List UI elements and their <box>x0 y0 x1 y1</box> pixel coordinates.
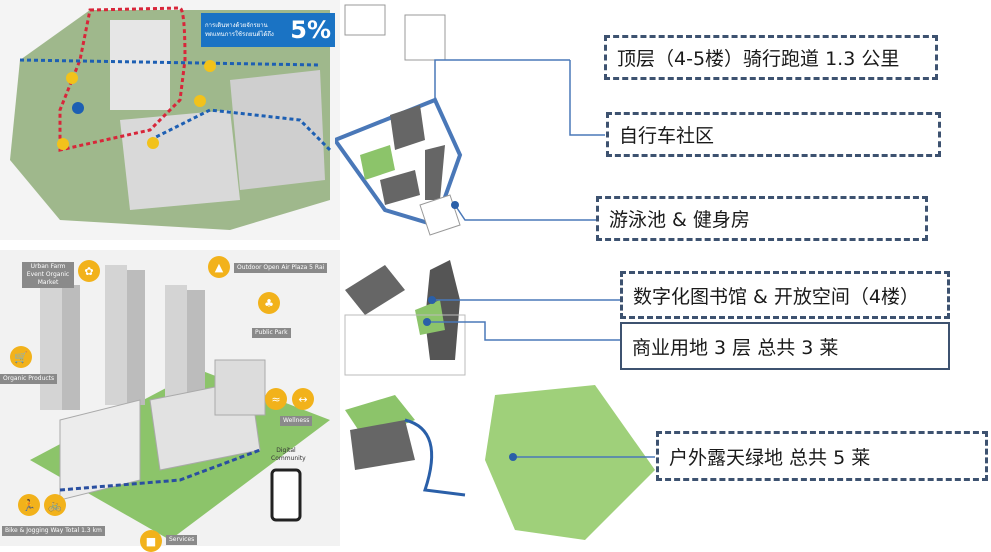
tag-wellness: Wellness <box>280 416 313 426</box>
phone-icon <box>270 468 302 522</box>
park-icon: ♣ <box>258 292 280 314</box>
badge-text: การเดินทางด้วยจักรยาน ทดแทนการใช้รถยนต์ไ… <box>205 22 274 38</box>
tag-bike: Bike & Jogging Way Total 1.3 km <box>2 526 105 536</box>
label-pool-gym: 游泳池 & 健身房 <box>596 196 928 241</box>
badge-percent: 5% <box>290 16 331 44</box>
runner-icon: 🏃 <box>18 494 40 516</box>
label-bike-community: 自行车社区 <box>606 112 941 157</box>
map-marker <box>72 102 84 114</box>
tag-organic: Organic Products <box>0 374 58 384</box>
site-plan: การเดินทางด้วยจักรยาน ทดแทนการใช้รถยนต์ไ… <box>0 0 340 240</box>
axon-drawing <box>30 265 330 540</box>
label-library: 数字化图书馆 & 开放空间（4楼） <box>620 271 950 319</box>
axonometric-illustration: ✿ Urban Farm Event Organic Market ▲ Outd… <box>0 250 340 552</box>
site-plan-drawing <box>10 6 332 230</box>
dumbbell-icon: ↔ <box>292 388 314 410</box>
building-diagrams <box>335 4 655 540</box>
label-outdoor-green: 户外露天绿地 总共 5 莱 <box>656 431 988 481</box>
tag-digital: Digital Community <box>271 447 306 462</box>
label-cycling-track: 顶层（4-5楼）骑行跑道 1.3 公里 <box>604 35 938 80</box>
market-icon: ✿ <box>78 260 100 282</box>
tag-services: Services <box>166 535 198 545</box>
mode-share-badge: การเดินทางด้วยจักรยาน ทดแทนการใช้รถยนต์ไ… <box>201 13 335 47</box>
swim-icon: ≈ <box>265 388 287 410</box>
bike-icon: 🚲 <box>44 494 66 516</box>
services-icon: ■ <box>140 530 162 552</box>
label-commercial: 商业用地 3 层 总共 3 莱 <box>620 322 950 370</box>
tag-plaza: Outdoor Open Air Plaza 5 Rai <box>234 263 328 273</box>
tag-public-park: Public Park <box>252 328 291 338</box>
cart-icon: 🛒 <box>10 346 32 368</box>
plaza-icon: ▲ <box>208 256 230 278</box>
tag-urban-farm: Urban Farm Event Organic Market <box>22 262 74 288</box>
